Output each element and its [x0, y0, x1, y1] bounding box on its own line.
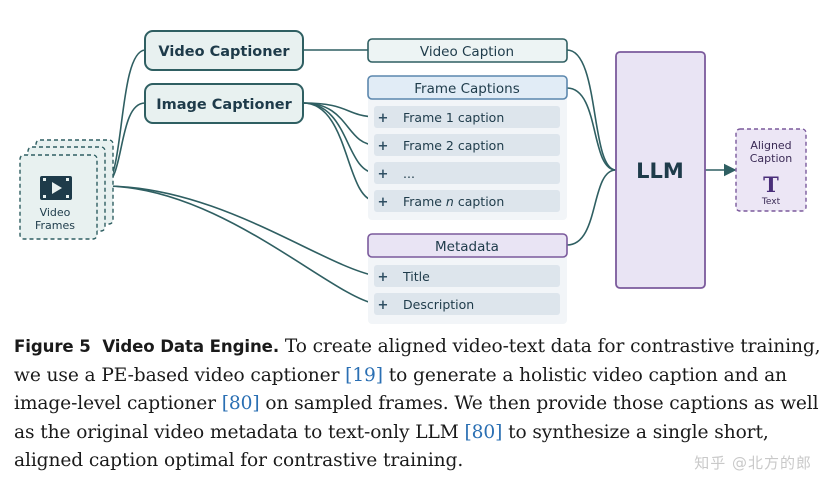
list-item: + Frame 1 caption: [374, 106, 560, 128]
metadata-panel: Metadata + Title + Description: [367, 233, 568, 324]
llm-box: LLM: [615, 51, 706, 289]
list-item: + Title: [374, 265, 560, 287]
llm-label: LLM: [636, 159, 684, 183]
plus-icon: +: [378, 195, 389, 210]
caption-text: to synthesize a single short, aligned ca…: [14, 421, 769, 472]
video-caption-label: Video Caption: [420, 44, 514, 60]
caption-text: on sampled frames. We then provide those…: [14, 393, 819, 443]
frame-captions-header: Frame Captions: [414, 81, 520, 97]
video-captioner-box: Video Captioner: [144, 30, 304, 71]
caption-text: To create aligned video-text data for co…: [14, 336, 821, 386]
caption-title: Video Data Engine.: [102, 337, 280, 356]
caption-text: to generate a holistic video caption and…: [14, 364, 787, 415]
figure-caption: Figure 5 Video Data Engine. To create al…: [14, 333, 824, 476]
metadata-header: Metadata: [435, 239, 499, 255]
input-label-line2: Frames: [35, 219, 75, 232]
frame-caption-item-n: Frame n caption: [403, 194, 504, 209]
video-caption-box: Video Caption: [367, 38, 568, 63]
film-icon: [40, 176, 72, 200]
plus-icon: +: [378, 167, 389, 182]
text-glyph-icon: T: [763, 172, 779, 197]
metadata-item: Title: [402, 269, 430, 284]
frame-captions-panel: Frame Captions + Frame 1 caption + Frame…: [367, 75, 568, 220]
video-frames-input: Video Frames: [19, 139, 114, 240]
output-label-line2: Caption: [750, 152, 793, 165]
image-captioner-box: Image Captioner: [144, 83, 304, 124]
citation-link[interactable]: [19]: [345, 364, 383, 386]
frame-caption-item: ...: [403, 166, 415, 181]
plus-icon: +: [378, 298, 389, 313]
output-sub-label: Text: [761, 197, 781, 207]
list-item: + ...: [374, 162, 560, 184]
citation-link[interactable]: [80]: [221, 393, 260, 415]
connector-lines: [103, 49, 737, 305]
input-label-line1: Video: [40, 206, 71, 219]
video-captioner-label: Video Captioner: [158, 44, 290, 60]
frame-caption-item: Frame 1 caption: [403, 110, 504, 125]
plus-icon: +: [378, 139, 389, 154]
list-item: + Description: [374, 293, 560, 315]
metadata-item: Description: [403, 297, 474, 312]
plus-icon: +: [378, 111, 389, 126]
aligned-caption-output: Aligned Caption T Text: [735, 128, 807, 212]
list-item: + Frame n caption: [374, 190, 560, 212]
watermark: 知乎 @北方的郎: [694, 454, 812, 472]
plus-icon: +: [378, 270, 389, 285]
list-item: + Frame 2 caption: [374, 134, 560, 156]
caption-label: Figure 5: [14, 337, 91, 356]
image-captioner-label: Image Captioner: [156, 97, 292, 113]
citation-link[interactable]: [80]: [464, 421, 503, 443]
output-label-line1: Aligned: [750, 139, 791, 152]
video-data-engine-diagram: Video Frames Video Captioner Image Capti…: [19, 30, 807, 324]
frame-caption-item: Frame 2 caption: [403, 138, 504, 153]
